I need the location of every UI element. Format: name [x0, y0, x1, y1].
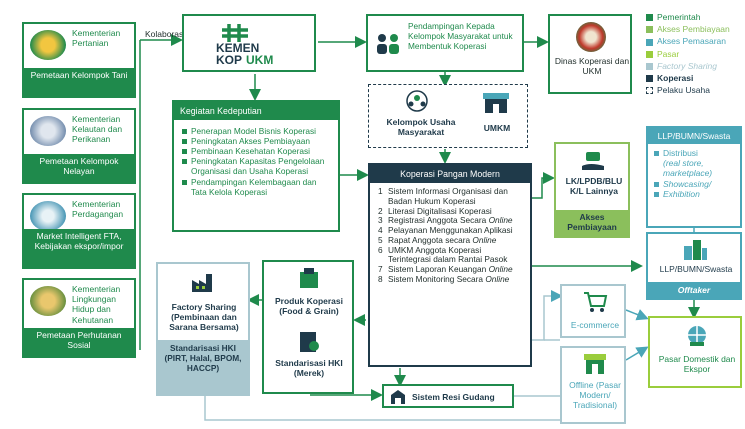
- ministry-card-klhk: Kementerian Lingkungan Hidup dan Kehutan…: [22, 278, 136, 358]
- umkm-label: UMKM: [483, 123, 511, 133]
- llp-item: Showcasing/: [654, 179, 736, 189]
- resi-text: Sistem Resi Gudang: [412, 392, 495, 402]
- certificate-icon: [296, 330, 322, 354]
- ministry-band: Pemetaan Kelompok Nelayan: [24, 154, 134, 182]
- legend-item-pemasaran: Akses Pemasaran: [646, 36, 742, 46]
- store-icon: [481, 91, 511, 115]
- legend-item-pembiayaan: Akses Pembiayaan: [646, 24, 742, 34]
- logo-line1: KEMEN: [216, 41, 260, 55]
- ministry-card-kkp: Kementerian Kelautan dan Perikanan Pemet…: [22, 108, 136, 184]
- llp-item: Distribusi: [654, 148, 736, 158]
- trade-emblem-icon: [30, 201, 66, 231]
- llp-distribusi-box: LLP/BUMN/Swasta Distribusi (real store, …: [646, 126, 742, 228]
- kedeputian-item: Peningkatan Akses Pembiayaan: [182, 136, 332, 146]
- koperasi-title: Koperasi Pangan Modern: [370, 165, 530, 183]
- legend-item-pemerintah: Pemerintah: [646, 12, 742, 22]
- lk-text: LK/LPDB/BLU K/L Lainnya: [565, 176, 623, 197]
- ministry-card-pertanian: Kementerian Pertanian Pemetaan Kelompok …: [22, 22, 136, 98]
- legend: Pemerintah Akses Pembiayaan Akses Pemasa…: [646, 12, 742, 95]
- logo-line3: UKM: [246, 53, 274, 67]
- resi-box: Sistem Resi Gudang: [382, 384, 514, 408]
- kedeputian-item: Pendampingan Kelembagaan dan Tata Kelola…: [182, 177, 332, 197]
- pelaku-usaha-box: Kelompok Usaha Masyarakat UMKM: [368, 84, 528, 148]
- ministry-name: Kementerian Perdagangan: [72, 199, 124, 220]
- ministry-card-perdagangan: Kementerian Perdagangan Market Intellige…: [22, 193, 136, 269]
- legend-item-pelaku: Pelaku Usaha: [646, 85, 742, 95]
- produk-hki-box: Produk Koperasi (Food & Grain) Standaris…: [262, 260, 354, 394]
- ministry-name: Kementerian Lingkungan Hidup dan Kehutan…: [72, 284, 121, 325]
- product-box-icon: [296, 266, 322, 290]
- offline-text: Offline (Pasar Modern/ Tradisional): [569, 380, 621, 411]
- kedeputian-item: Penerapan Model Bisnis Koperasi: [182, 126, 332, 136]
- factory-box: Factory Sharing (Pembinaan dan Sarana Be…: [156, 262, 250, 396]
- people-group-icon: [374, 32, 402, 56]
- pendampingan-text: Pendampingan Kepada Kelompok Masyarakat …: [408, 21, 513, 51]
- dinas-emblem-icon: [576, 22, 606, 52]
- hashtag-logo-icon: [222, 24, 248, 42]
- ecommerce-text: E-commerce: [570, 320, 620, 330]
- kemenkop-logo-box: KEMEN KOP UKM: [182, 14, 316, 72]
- produk-text: Produk Koperasi (Food & Grain): [274, 296, 344, 317]
- market-stall-icon: [582, 352, 608, 376]
- ecommerce-box: E-commerce: [560, 284, 626, 338]
- money-hand-icon: [580, 150, 606, 172]
- kedeputian-item: Pembinaan Kesehatan Koperasi: [182, 146, 332, 156]
- cart-icon: [582, 290, 608, 314]
- pasar-box: Pasar Domestik dan Ekspor: [648, 316, 742, 388]
- dinas-box: Dinas Koperasi dan UKM: [548, 14, 632, 94]
- kedeputian-box: Kegiatan Kedeputian Penerapan Model Bisn…: [172, 100, 340, 232]
- kedeputian-list: Penerapan Model Bisnis Koperasi Peningka…: [174, 120, 338, 197]
- ministry-band: Pemetaan Perhutanan Sosial: [24, 328, 134, 356]
- emblem-icon: [30, 30, 66, 60]
- llp-mid-text: LLP/BUMN/Swasta: [659, 264, 733, 274]
- llp-mid-band: Offtaker: [648, 282, 740, 298]
- ministry-name: Kementerian Kelautan dan Perikanan: [72, 114, 123, 145]
- kolaborasi-label: Kolaborasi: [145, 29, 186, 39]
- legend-item-factory: Factory Sharing: [646, 61, 742, 71]
- forest-emblem-icon: [30, 286, 66, 316]
- llp-item-sub: (real store, marketplace): [663, 158, 713, 179]
- llp-offtaker-box: LLP/BUMN/Swasta Offtaker: [646, 232, 742, 300]
- logo-line2: KOP: [216, 53, 243, 67]
- building-icon: [682, 238, 708, 260]
- network-people-icon: [405, 89, 429, 113]
- kedeputian-item: Peningkatan Kapasitas Pengelolaan Organi…: [182, 156, 332, 176]
- pasar-text: Pasar Domestik dan Ekspor: [658, 354, 736, 375]
- legend-item-koperasi: Koperasi: [646, 73, 742, 83]
- factory-band: Standarisasi HKI (PIRT, Halal, BPOM, HAC…: [158, 340, 248, 394]
- dinas-text: Dinas Koperasi dan UKM: [554, 56, 630, 77]
- ministry-band: Market Intelligent FTA, Kebijakan ekspor…: [24, 229, 134, 267]
- pendampingan-box: Pendampingan Kepada Kelompok Masyarakat …: [366, 14, 524, 72]
- lk-band: Akses Pembiayaan: [556, 210, 628, 236]
- ministry-name: Kementerian Pertanian: [72, 28, 121, 49]
- kelompok-label: Kelompok Usaha Masyarakat: [386, 117, 456, 138]
- fish-emblem-icon: [30, 116, 66, 146]
- globe-cart-icon: [684, 324, 710, 348]
- hki-text: Standarisasi HKI (Merek): [275, 358, 343, 379]
- warehouse-icon: [390, 389, 406, 405]
- legend-item-pasar: Pasar: [646, 49, 742, 59]
- lk-box: LK/LPDB/BLU K/L Lainnya Akses Pembiayaan: [554, 142, 630, 238]
- ministry-band: Pemetaan Kelompok Tani: [24, 68, 134, 96]
- factory-text: Factory Sharing (Pembinaan dan Sarana Be…: [169, 302, 239, 333]
- llp-top-title: LLP/BUMN/Swasta: [648, 128, 740, 144]
- llp-item-sub: Exhibition: [654, 189, 736, 199]
- offline-box: Offline (Pasar Modern/ Tradisional): [560, 346, 626, 424]
- kedeputian-title: Kegiatan Kedeputian: [174, 102, 338, 120]
- factory-icon: [190, 270, 218, 294]
